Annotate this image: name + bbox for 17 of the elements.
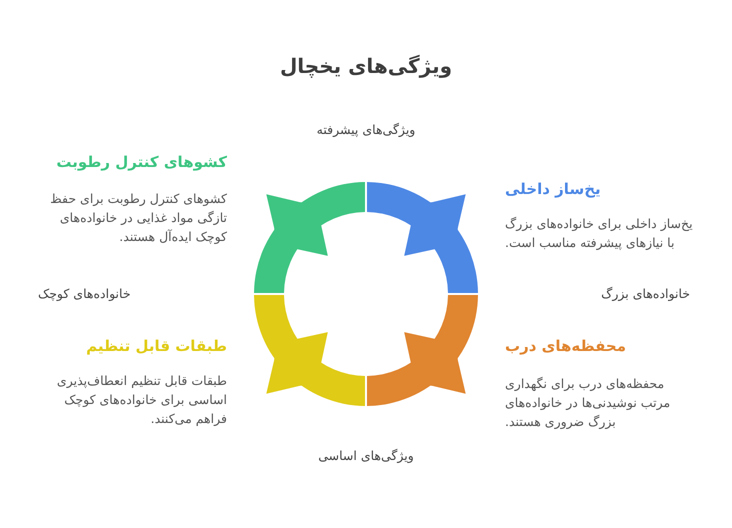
axis-label: خانواده‌های بزرگ (601, 286, 690, 301)
ring-segment (254, 182, 365, 293)
axis-label: ویژگی‌های پیشرفته (316, 122, 416, 137)
heading: کشوهای کنترل رطوبت (56, 153, 227, 171)
ring-segment (367, 295, 478, 406)
axis-label: خانواده‌های کوچک (38, 286, 131, 301)
description: کشوهای کنترل رطوبت برای حفظ تازگی مواد غذایی در خانواده‌های کوچک ایده‌آل هستند. (49, 190, 227, 246)
description: یخ‌ساز داخلی برای خانواده‌های بزرگ با نیازهای پیشرفته مناسب است. (505, 215, 694, 252)
description: محفظه‌های درب برای نگهداری مرتب نوشیدنی‌ها در خانواده‌های بزرگ ضروری هستند. (505, 375, 672, 431)
axis-label: ویژگی‌های اساسی (318, 448, 414, 463)
description: طبقات قابل تنظیم انعطاف‌پذیری اساسی برای خانواده‌های کوچک فراهم می‌کنند. (56, 372, 227, 428)
ring-segment (254, 295, 365, 406)
title: ویژگی‌های یخچال (280, 54, 452, 78)
heading: طبقات قابل تنظیم (86, 337, 227, 355)
ring-segment (367, 182, 478, 293)
heading: محفظه‌های درب (505, 337, 626, 355)
heading: یخ‌ساز داخلی (505, 180, 601, 198)
